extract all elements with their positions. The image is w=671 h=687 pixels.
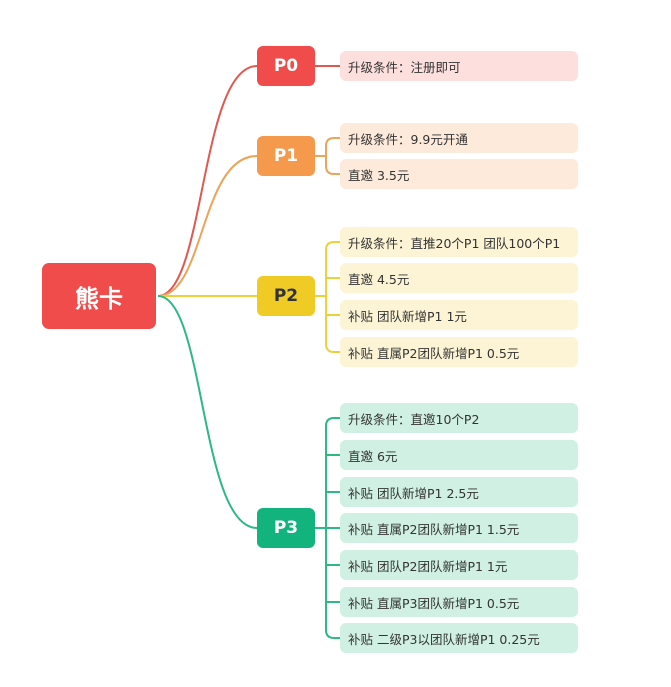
root-p0-connector (157, 65, 258, 297)
p1-leaf-connector (315, 137, 340, 175)
node-p2[interactable]: P2 (257, 276, 315, 316)
p3-leaf[interactable]: 补贴 直属P3团队新增P1 0.5元 (340, 587, 578, 617)
p2-leaf[interactable]: 补贴 直属P2团队新增P1 0.5元 (340, 337, 578, 367)
node-p1[interactable]: P1 (257, 136, 315, 176)
p3-leaf[interactable]: 补贴 二级P3以团队新增P1 0.25元 (340, 623, 578, 653)
root-node[interactable]: 熊卡 (42, 263, 156, 329)
root-p1-connector (157, 155, 258, 297)
p3-leaf[interactable]: 补贴 团队新增P1 2.5元 (340, 477, 578, 507)
p2-leaf[interactable]: 补贴 团队新增P1 1元 (340, 300, 578, 330)
p3-leaf[interactable]: 补贴 团队P2团队新增P1 1元 (340, 550, 578, 580)
node-p0[interactable]: P0 (257, 46, 315, 86)
p3-leaf-connector (315, 417, 340, 639)
p3-leaf[interactable]: 补贴 直属P2团队新增P1 1.5元 (340, 513, 578, 543)
p3-leaf[interactable]: 直邀 6元 (340, 440, 578, 470)
p1-leaf[interactable]: 升级条件：9.9元开通 (340, 123, 578, 153)
p2-leaf-connector (315, 241, 340, 353)
p0-leaf[interactable]: 升级条件：注册即可 (340, 51, 578, 81)
p2-leaf[interactable]: 直邀 4.5元 (340, 263, 578, 293)
p1-leaf[interactable]: 直邀 3.5元 (340, 159, 578, 189)
root-p3-connector (157, 295, 258, 529)
p2-leaf[interactable]: 升级条件：直推20个P1 团队100个P1 (340, 227, 578, 257)
p3-leaf[interactable]: 升级条件：直邀10个P2 (340, 403, 578, 433)
node-p3[interactable]: P3 (257, 508, 315, 548)
